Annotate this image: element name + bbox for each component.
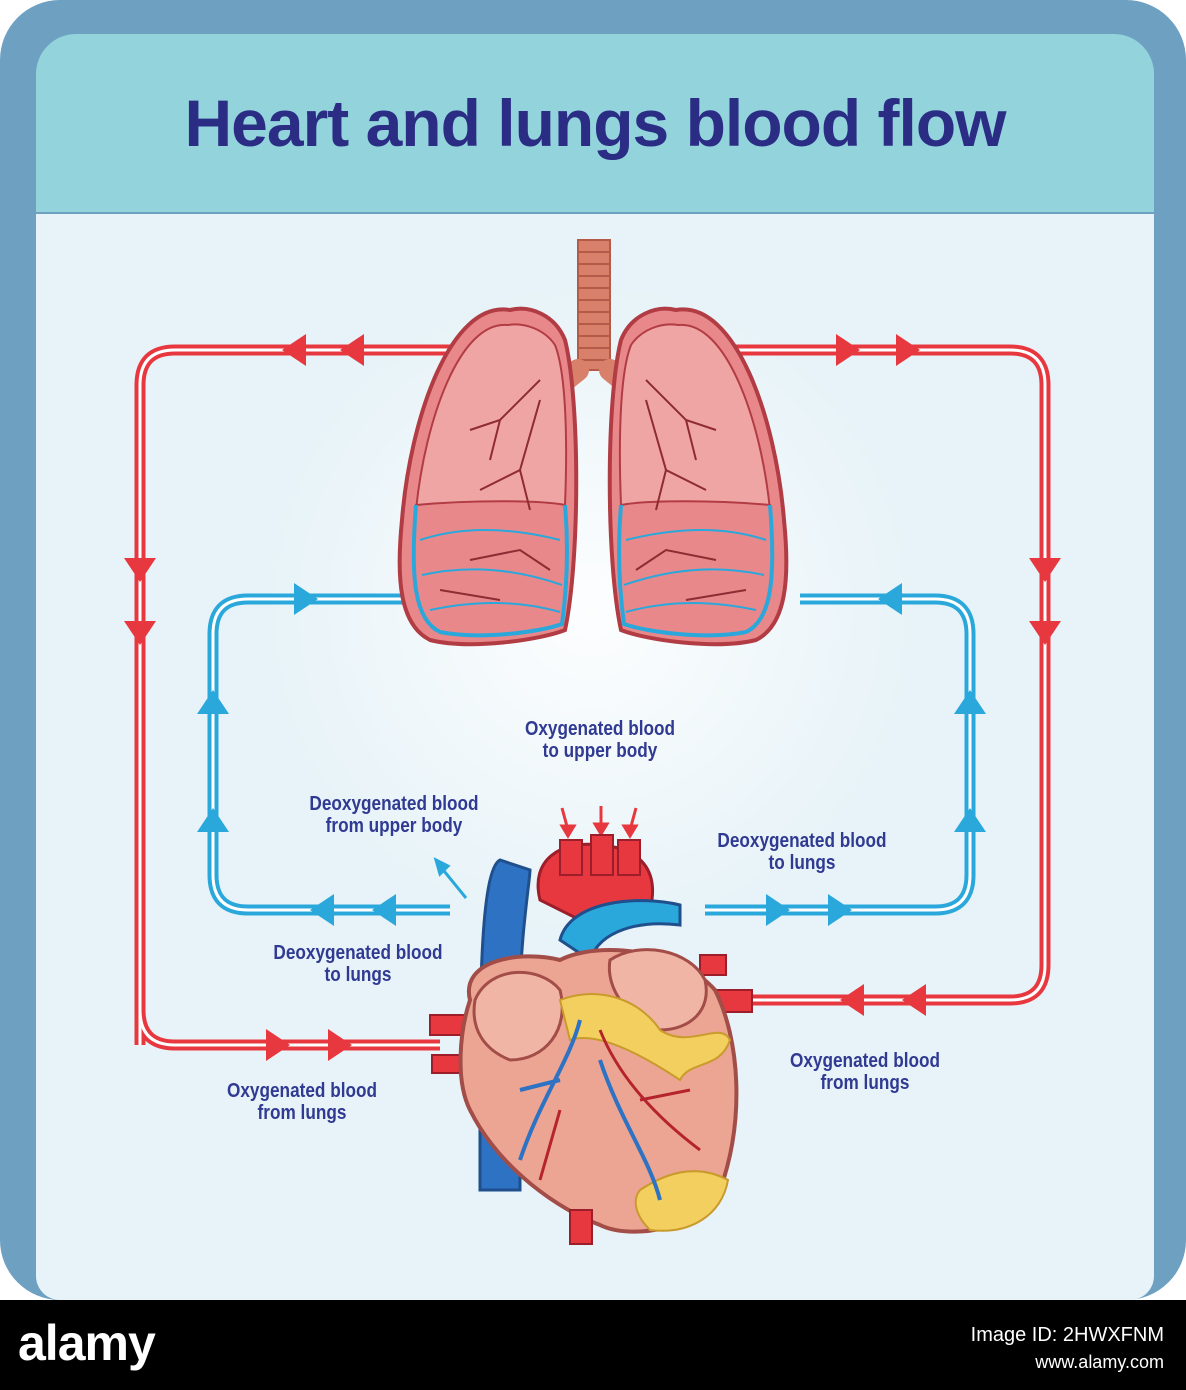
diagram-title: Heart and lungs blood flow bbox=[184, 86, 1007, 160]
left-lung bbox=[397, 306, 579, 647]
watermark-bar: alamy Image ID: 2HWXFNM www.alamy.com bbox=[0, 1300, 1186, 1390]
stock-url: www.alamy.com bbox=[1035, 1352, 1164, 1372]
title-panel: Heart and lungs blood flow bbox=[36, 34, 1154, 212]
alamy-logo: alamy bbox=[18, 1315, 156, 1371]
heart bbox=[429, 834, 753, 1245]
deoxygenated-arrows bbox=[197, 583, 986, 926]
pointer-arrows bbox=[559, 806, 639, 839]
oxygenated-arrows bbox=[124, 334, 1061, 1061]
right-lung bbox=[607, 306, 789, 647]
image-id: Image ID: 2HWXFNM bbox=[970, 1324, 1164, 1346]
circulation-diagram bbox=[124, 239, 1061, 1245]
